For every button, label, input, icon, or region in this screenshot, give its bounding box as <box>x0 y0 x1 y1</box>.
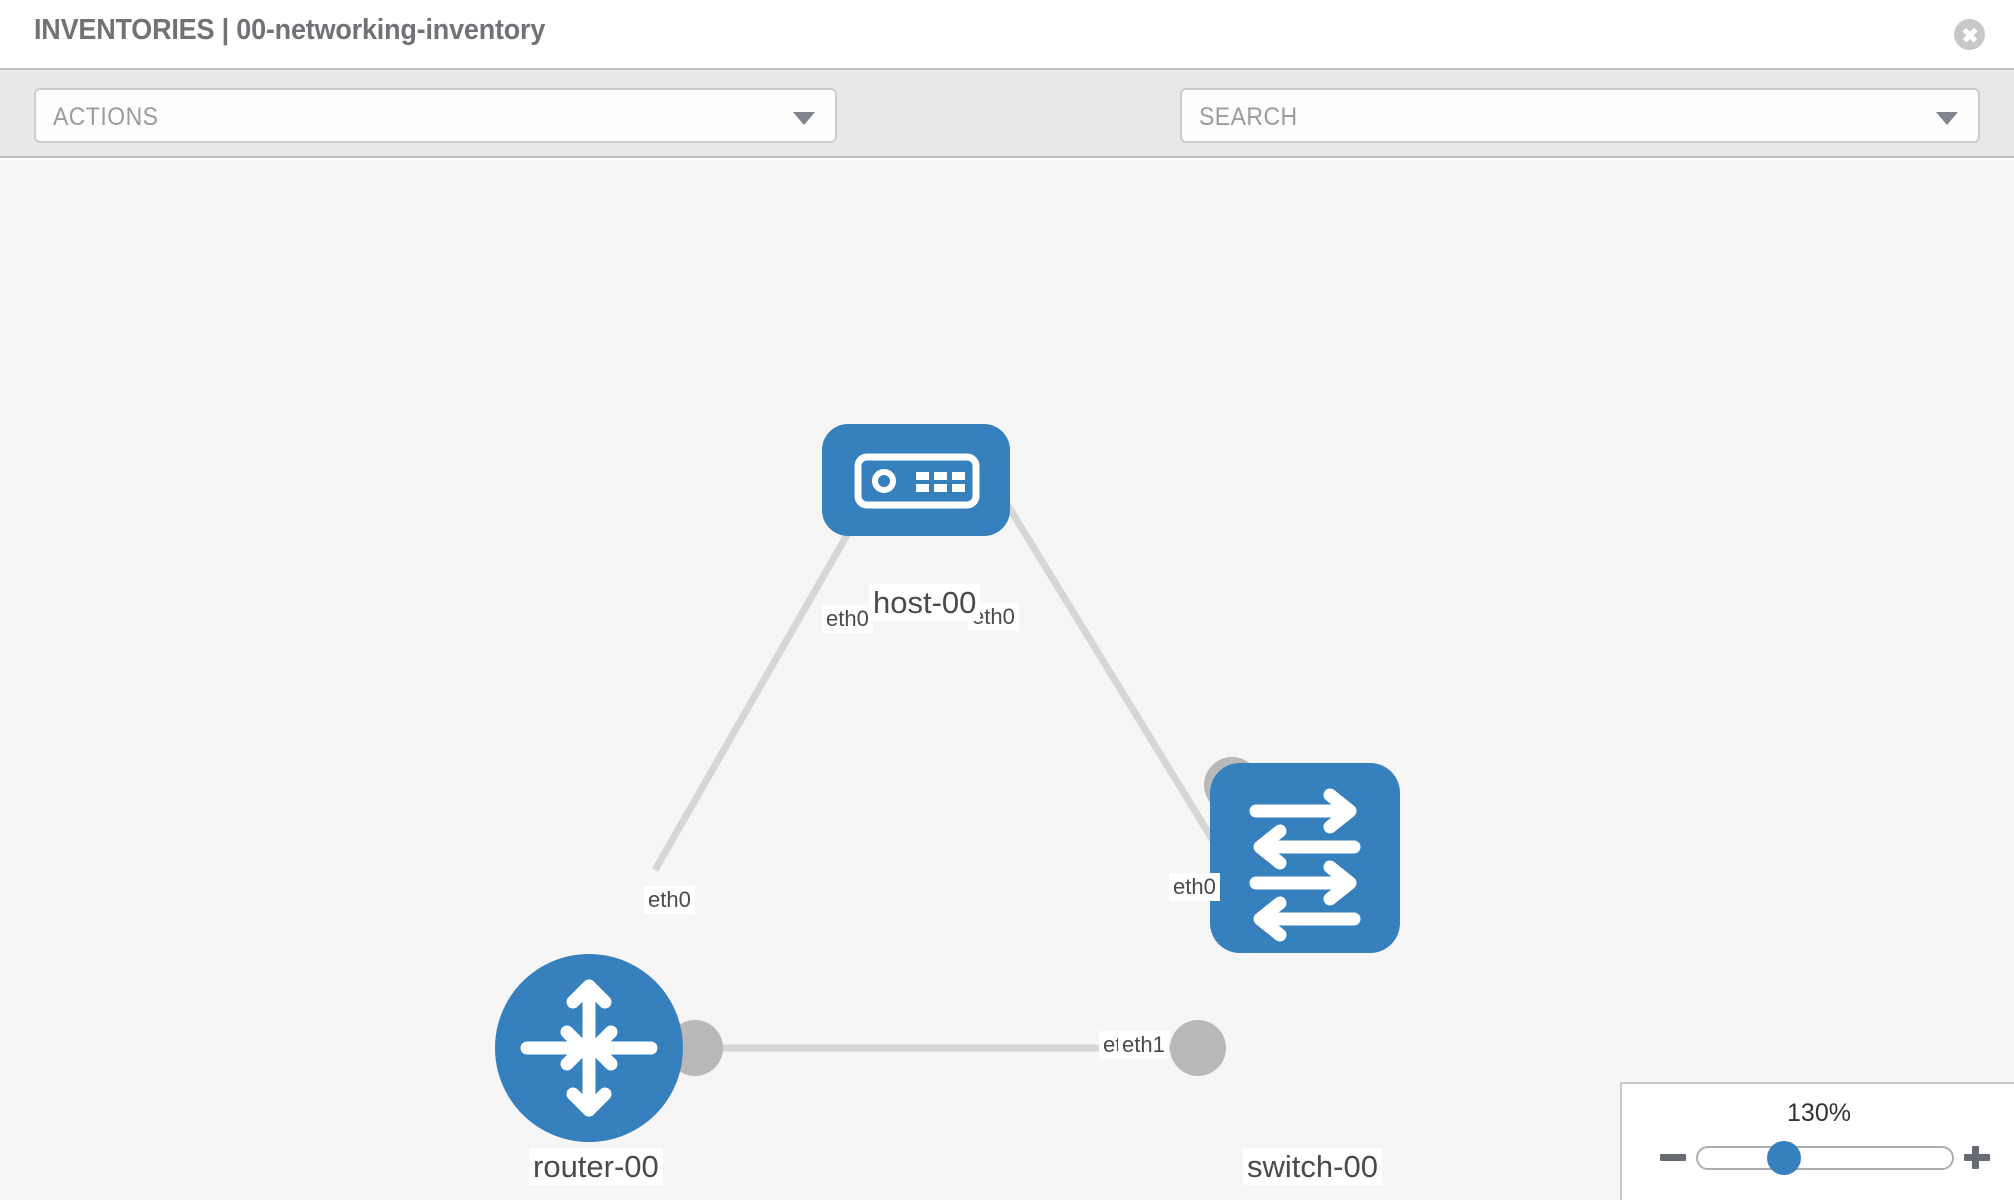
node-label-router-00: router-00 <box>529 1148 663 1185</box>
node-label-switch-00: switch-00 <box>1243 1148 1382 1185</box>
node-switch-00 <box>1210 763 1400 953</box>
page-header: INVENTORIES | 00-networking-inventory <box>0 0 2014 68</box>
search-placeholder: SEARCH <box>1199 103 1298 131</box>
interface-label: eth1 <box>1118 1031 1169 1059</box>
topology-edges <box>651 458 1228 1052</box>
chevron-down-icon <box>1936 111 1958 125</box>
zoom-level-value: 130% <box>1787 1099 1851 1127</box>
zoom-slider-track[interactable] <box>1696 1146 1954 1170</box>
interface-label: eth0 <box>644 886 695 914</box>
search-input[interactable]: SEARCH <box>1180 88 1980 143</box>
connector-switch00-left <box>1170 1020 1226 1076</box>
zoom-control-panel: 130% <box>1620 1082 2014 1200</box>
close-icon[interactable] <box>1954 19 1985 50</box>
actions-dropdown-label: ACTIONS <box>53 103 159 131</box>
interface-label: eth0 <box>1169 873 1220 901</box>
node-router-00 <box>495 954 683 1142</box>
plus-icon[interactable] <box>1962 1142 1992 1172</box>
actions-dropdown[interactable]: ACTIONS <box>34 88 837 143</box>
node-label-host-00: host-00 <box>869 584 981 621</box>
toolbar: ACTIONS SEARCH <box>0 68 2014 200</box>
link-host00-switch00 <box>977 458 1228 862</box>
minus-icon[interactable] <box>1658 1142 1688 1172</box>
node-host-00 <box>822 424 1010 536</box>
topology-connectors <box>667 450 1260 1076</box>
topology-canvas[interactable]: eth0 eth0 eth0 eth0 eth0 eth1 host-00 ro… <box>0 160 2014 1200</box>
interface-label: eth0 <box>822 605 873 633</box>
chevron-down-icon <box>793 111 815 125</box>
topology-graph <box>495 424 1400 1142</box>
zoom-slider-thumb[interactable] <box>1767 1141 1801 1175</box>
page-title: INVENTORIES | 00-networking-inventory <box>34 14 546 46</box>
